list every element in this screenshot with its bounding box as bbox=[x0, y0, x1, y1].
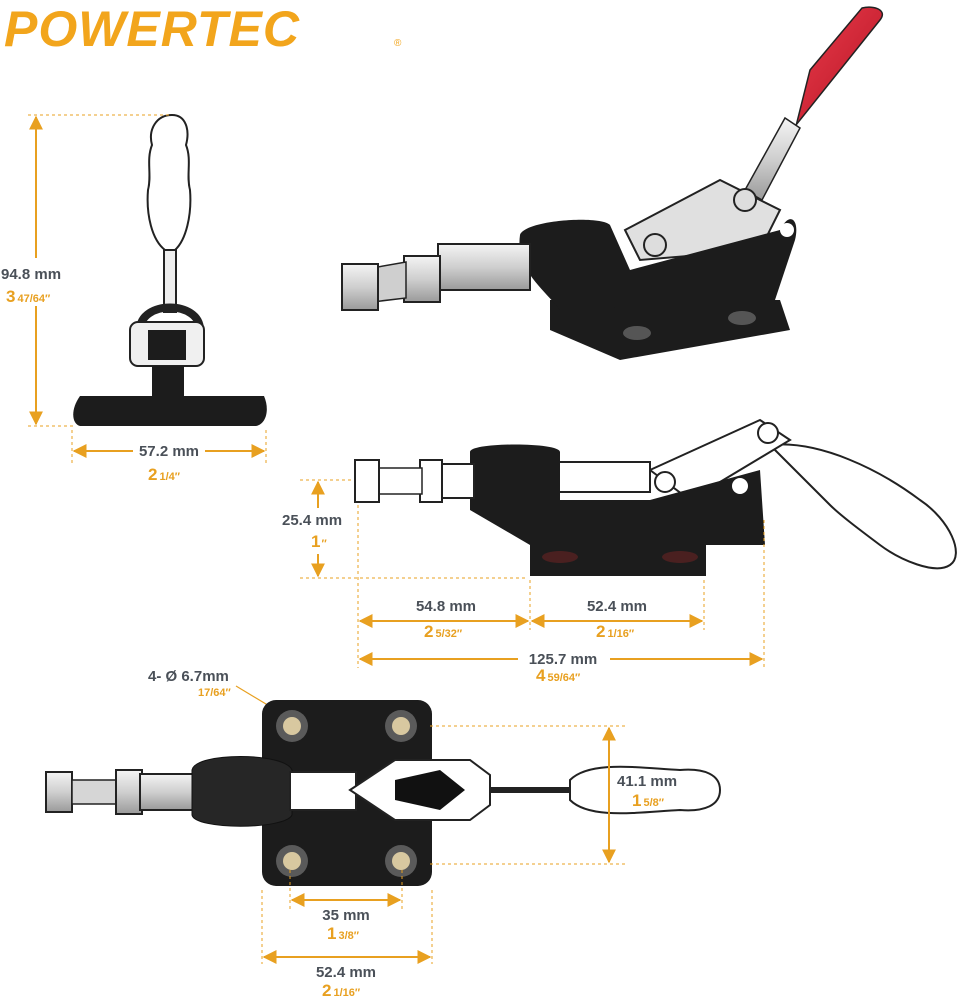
base-height-label-bg bbox=[280, 508, 356, 554]
perspective-base bbox=[550, 300, 790, 360]
total-length-label-bg bbox=[518, 650, 610, 668]
side-body-hole bbox=[732, 478, 748, 494]
top-plunger-rod bbox=[139, 773, 197, 811]
hole-diameter-imperial: 17/64″ bbox=[198, 687, 232, 699]
front-handle-grip bbox=[146, 113, 192, 251]
side-body bbox=[470, 444, 765, 545]
hole-diameter-metric: 4- Ø 6.7mm bbox=[148, 668, 229, 685]
side-threaded-screw bbox=[377, 467, 423, 495]
mount-hole-bottom-right bbox=[392, 852, 410, 870]
front-handle-rod bbox=[163, 249, 177, 313]
plate-width-metric: 52.4 mm bbox=[316, 964, 376, 981]
height-metric: 94.8 mm bbox=[1, 266, 61, 283]
mount-hole-bottom-left bbox=[283, 852, 301, 870]
base-height-metric: 25.4 mm bbox=[282, 512, 342, 529]
side-linkage bbox=[648, 418, 792, 502]
side-plunger-rod bbox=[439, 463, 475, 499]
front-body bbox=[152, 366, 184, 398]
registered-mark: ® bbox=[394, 38, 402, 49]
base-hole-rear bbox=[728, 311, 756, 325]
front-linkage-core bbox=[148, 330, 186, 360]
plunger-rod bbox=[437, 243, 531, 291]
pivot-pin-rear bbox=[733, 188, 757, 212]
side-pivot-top bbox=[757, 422, 779, 444]
side-pivot-bottom bbox=[654, 471, 676, 493]
side-handle-grip bbox=[767, 443, 957, 570]
front-base bbox=[73, 396, 267, 426]
base-height-imperial: 1″ bbox=[311, 532, 327, 551]
mount-hole-top-left bbox=[283, 717, 301, 735]
powertec-logo: POWERTEC ® bbox=[4, 1, 402, 57]
base-hole-front bbox=[623, 326, 651, 340]
handle-width-metric: 41.1 mm bbox=[617, 773, 677, 790]
top-hex-nut bbox=[115, 769, 143, 815]
top-bolt-head bbox=[45, 771, 73, 813]
top-linkage-gap bbox=[395, 770, 465, 810]
plunger-reach-metric: 54.8 mm bbox=[416, 598, 476, 615]
perspective-body bbox=[519, 219, 797, 310]
top-body-collar bbox=[191, 756, 293, 827]
brand-name: POWERTEC bbox=[4, 1, 300, 57]
body-hole bbox=[780, 223, 794, 237]
perspective-bolt-head bbox=[341, 263, 379, 311]
hole-spacing-metric: 35 mm bbox=[322, 907, 370, 924]
red-handle-grip bbox=[779, 6, 883, 146]
handle-arm bbox=[743, 116, 801, 202]
base-length-metric: 52.4 mm bbox=[587, 598, 647, 615]
side-base-slot-left bbox=[542, 551, 578, 563]
side-hex-nut bbox=[419, 459, 443, 503]
base-width-label-bg bbox=[133, 441, 205, 461]
mount-hole-top-right bbox=[392, 717, 410, 735]
top-threaded-screw bbox=[71, 779, 119, 805]
height-label-bg bbox=[0, 258, 74, 306]
base-width-metric: 57.2 mm bbox=[139, 443, 199, 460]
side-bolt-head bbox=[354, 459, 380, 503]
total-length-metric: 125.7 mm bbox=[529, 651, 597, 668]
perspective-view-clamp bbox=[341, 6, 883, 360]
side-base-slot-right bbox=[662, 551, 698, 563]
pivot-pin-front bbox=[643, 233, 667, 257]
perspective-hex-nut bbox=[403, 255, 441, 303]
top-slide bbox=[289, 771, 357, 811]
